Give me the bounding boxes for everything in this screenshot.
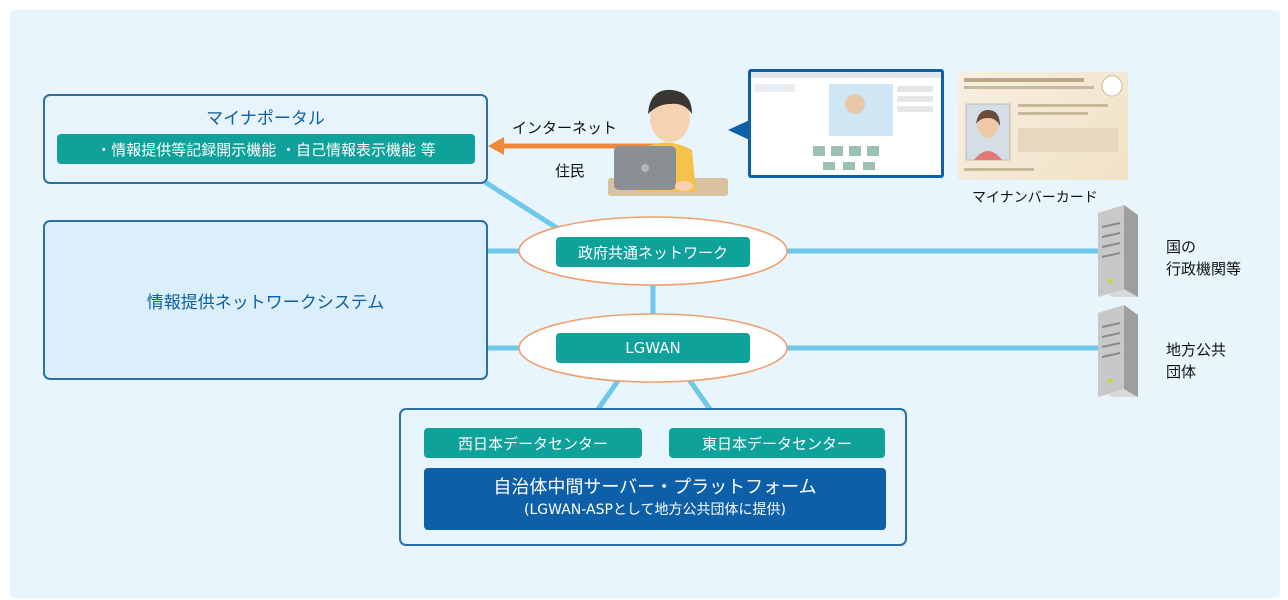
portal-screen-bubble <box>748 69 944 178</box>
gov-common-network-label: 政府共通ネットワーク <box>556 237 750 267</box>
national-agencies-line-2: 行政機関等 <box>1166 260 1242 278</box>
speech-bubble-pointer <box>728 118 754 142</box>
local-governments-line-1: 地方公共 <box>1166 341 1227 359</box>
east-datacenter-label: 東日本データセンター <box>669 428 885 458</box>
platform-subtitle: (LGWAN-ASPとして地方公共団体に提供) <box>524 502 786 518</box>
internet-label: インターネット <box>512 119 618 137</box>
resident-person-icon <box>608 89 728 196</box>
local-governments-label: 地方公共 団体 <box>1166 339 1226 383</box>
mynumber-card-label: マイナンバーカード <box>972 190 1098 206</box>
mynumber-card-image <box>958 72 1128 180</box>
internet-arrow-head <box>488 137 504 155</box>
platform-title: 自治体中間サーバー・プラットフォーム <box>493 477 817 498</box>
link-portal-gov <box>483 179 562 233</box>
link-lgwan-west <box>593 376 623 414</box>
platform-box: 西日本データセンター 東日本データセンター 自治体中間サーバー・プラットフォーム… <box>399 408 907 546</box>
info-network-system-box: 情報提供ネットワークシステム <box>43 220 488 380</box>
portal-features: ・情報提供等記録開示機能 ・自己情報表示機能 等 <box>57 134 475 164</box>
portal-screenshot-image <box>751 72 941 170</box>
link-lgwan-east <box>685 376 715 414</box>
mynumber-card-illustration <box>964 75 1123 171</box>
server-icon-local <box>1098 305 1138 397</box>
west-datacenter-label: 西日本データセンター <box>424 428 642 458</box>
info-network-system-title: 情報提供ネットワークシステム <box>146 292 385 313</box>
local-governments-line-2: 団体 <box>1166 363 1197 381</box>
portal-box: マイナポータル ・情報提供等記録開示機能 ・自己情報表示機能 等 <box>43 94 488 184</box>
platform-banner: 自治体中間サーバー・プラットフォーム (LGWAN-ASPとして地方公共団体に提… <box>424 468 886 530</box>
lgwan-label: LGWAN <box>556 333 750 363</box>
portal-title: マイナポータル <box>206 109 325 129</box>
national-agencies-label: 国の 行政機関等 <box>1166 236 1241 280</box>
national-agencies-line-1: 国の <box>1166 238 1197 256</box>
server-icon-national <box>1098 205 1138 297</box>
resident-label: 住民 <box>555 162 586 180</box>
